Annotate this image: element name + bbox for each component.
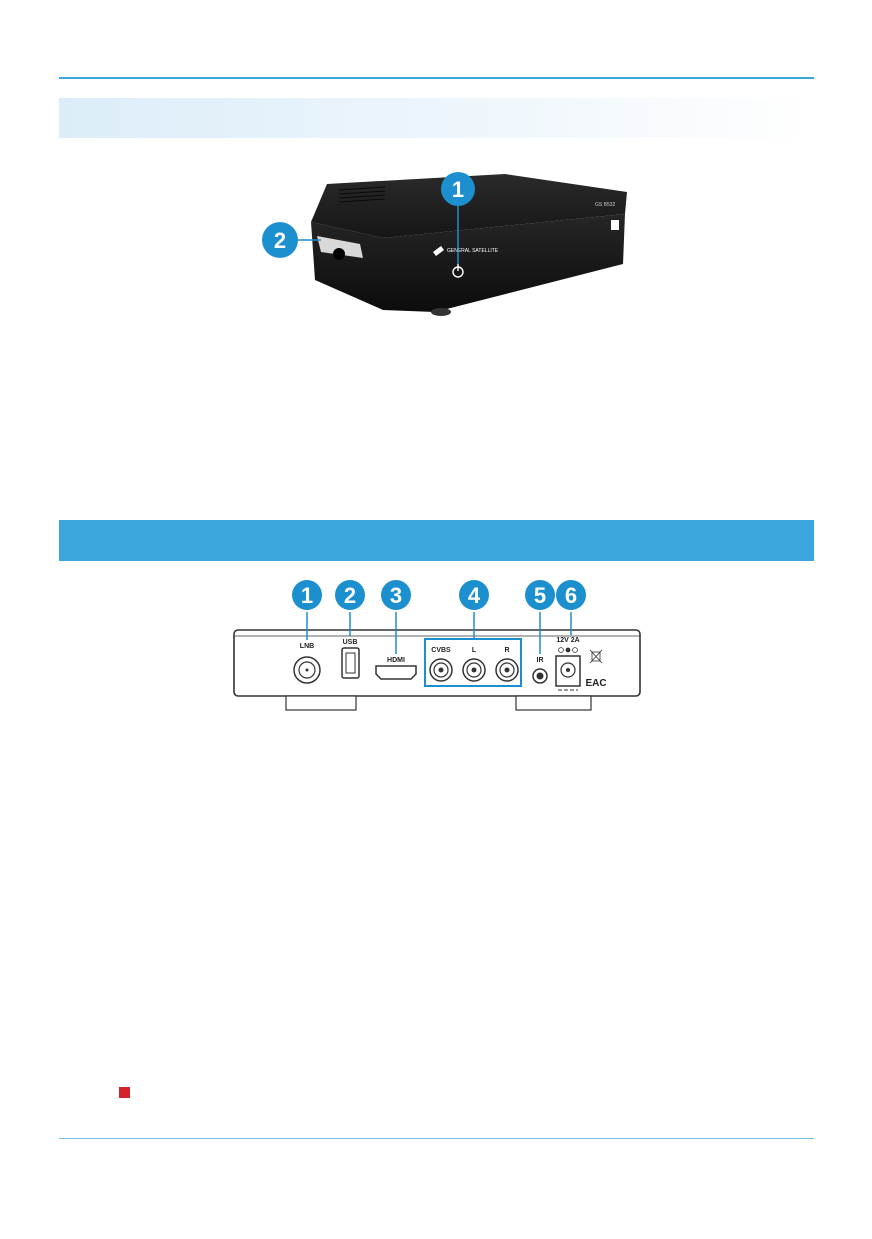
eac-mark: EAC bbox=[585, 678, 606, 689]
vent-grille bbox=[338, 186, 386, 203]
list-bullet bbox=[119, 1087, 130, 1098]
av-port-group bbox=[424, 638, 522, 687]
badge-mark bbox=[611, 220, 619, 230]
polarity-icon bbox=[558, 647, 578, 653]
section-header-light bbox=[59, 98, 814, 138]
callout-badge-5-number: 5 bbox=[534, 583, 546, 608]
callout-badge-6-number: 6 bbox=[565, 583, 577, 608]
brand-label: GENERAL SATELLITE bbox=[447, 248, 499, 254]
callout-1: 1 bbox=[292, 580, 322, 640]
side-connector bbox=[333, 248, 345, 260]
device-foot bbox=[431, 308, 451, 316]
device-foot-right bbox=[515, 695, 592, 711]
cvbs-port[interactable] bbox=[429, 658, 453, 682]
callout-badge-2-number: 2 bbox=[274, 228, 286, 253]
top-rule bbox=[59, 77, 814, 79]
callout-3: 3 bbox=[381, 580, 411, 654]
callout-4: 4 bbox=[459, 580, 489, 639]
callout-6: 6 bbox=[556, 580, 586, 635]
recycle-bin-icon bbox=[589, 649, 603, 664]
usb-port[interactable] bbox=[341, 647, 360, 679]
callout-badge-1-number: 1 bbox=[301, 583, 313, 608]
l-label: L bbox=[472, 647, 477, 654]
device-front-face bbox=[311, 214, 625, 312]
device-top-surface bbox=[311, 174, 627, 238]
power-port[interactable] bbox=[555, 655, 581, 691]
hdmi-port[interactable] bbox=[375, 665, 417, 680]
hdmi-label: HDMI bbox=[387, 657, 405, 664]
card-slot bbox=[317, 236, 363, 258]
usb-label: USB bbox=[343, 639, 358, 646]
bottom-rule bbox=[59, 1138, 814, 1139]
callout-badge-2-number: 2 bbox=[344, 583, 356, 608]
ir-label: IR bbox=[537, 657, 544, 664]
callout-badge-1-number: 1 bbox=[452, 177, 464, 202]
model-label: GS B532 bbox=[595, 202, 616, 208]
audio-left-port[interactable] bbox=[462, 658, 486, 682]
audio-right-port[interactable] bbox=[495, 658, 519, 682]
section-header-accent bbox=[59, 520, 814, 561]
brand-logo-icon bbox=[433, 246, 444, 256]
rear-panel-illustration: LNB USB HDMI CVBS L R IR 12V 2A bbox=[233, 580, 641, 711]
callout-5: 5 bbox=[525, 580, 555, 654]
callout-badge-4-number: 4 bbox=[468, 583, 481, 608]
cvbs-label: CVBS bbox=[431, 647, 451, 654]
lnb-label: LNB bbox=[300, 643, 314, 650]
lnb-port[interactable] bbox=[293, 656, 321, 684]
front-panel-illustration: GENERAL SATELLITE GS B532 1 2 bbox=[262, 172, 627, 316]
callout-badge-3-number: 3 bbox=[390, 583, 402, 608]
device-foot-left bbox=[285, 695, 357, 711]
power-label: 12V 2A bbox=[556, 637, 579, 644]
callout-badge-2 bbox=[262, 222, 298, 258]
callout-badge-1 bbox=[441, 172, 475, 206]
power-icon[interactable] bbox=[452, 264, 464, 278]
ir-port[interactable] bbox=[532, 668, 548, 684]
r-label: R bbox=[504, 647, 509, 654]
callout-2: 2 bbox=[335, 580, 365, 636]
